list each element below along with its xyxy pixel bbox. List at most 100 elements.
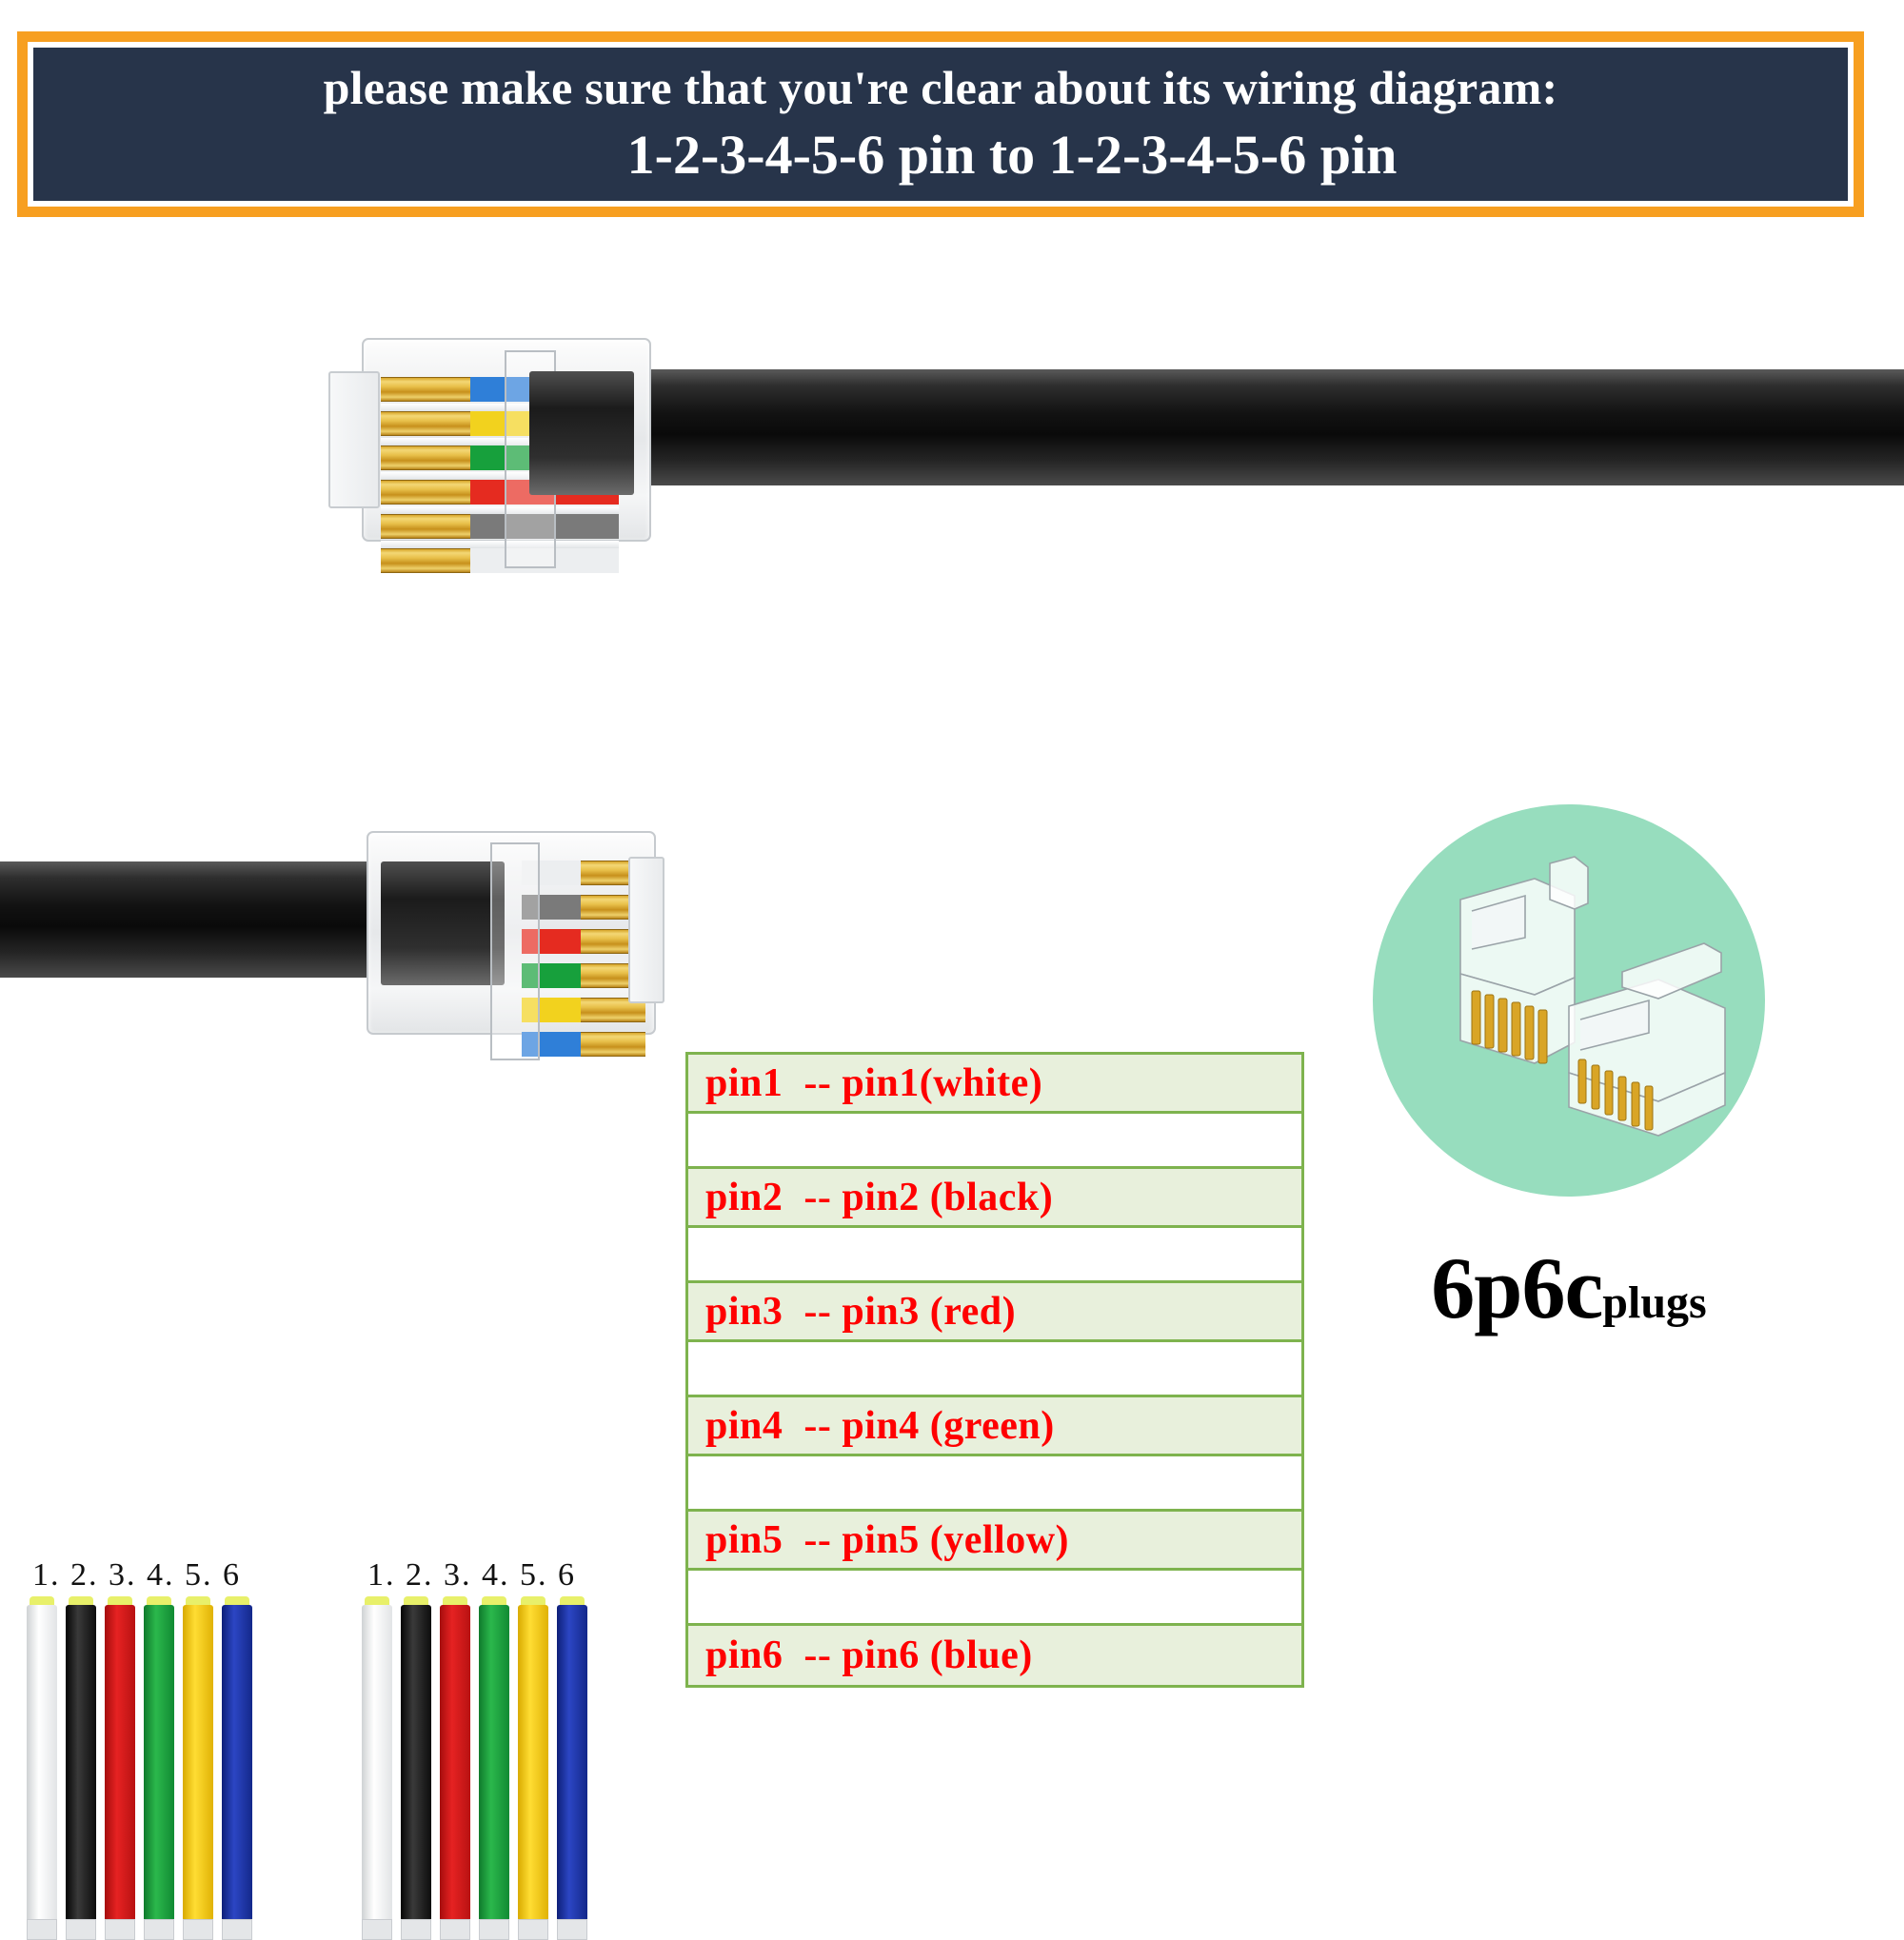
wire-strands-left (27, 1596, 279, 1940)
wire-body (557, 1605, 587, 1919)
table-row-spacer (688, 1571, 1301, 1626)
rj11-top-strain-relief (328, 371, 380, 508)
wire-red (522, 929, 581, 954)
wire-body (479, 1605, 509, 1919)
wire-body (144, 1605, 174, 1919)
wire-sheath (381, 404, 619, 414)
wire-foot (66, 1919, 96, 1940)
pin-number-label-right: 1. 2. 3. 4. 5. 6 (367, 1557, 576, 1593)
pin-contact-6-bottom (522, 1032, 645, 1057)
pin-contact-2-bottom (522, 895, 645, 920)
pin-mapping-label: pin1 -- pin1(white) (705, 1060, 1043, 1105)
wire-strand-3-red (440, 1596, 470, 1940)
table-row: pin1 -- pin1(white) (688, 1055, 1301, 1114)
table-row-spacer (688, 1228, 1301, 1283)
wire-strand-5-yellow (183, 1596, 213, 1940)
wire-white (470, 548, 619, 573)
product-label-sub: plugs (1602, 1277, 1707, 1328)
wire-body (66, 1605, 96, 1919)
wire-strand-4-green (144, 1596, 174, 1940)
table-row: pin2 -- pin2 (black) (688, 1169, 1301, 1228)
gold-contact (381, 445, 470, 470)
wire-black (522, 895, 581, 920)
table-row-spacer (688, 1456, 1301, 1512)
wire-body (222, 1605, 252, 1919)
gold-contact (581, 1032, 645, 1057)
wire-foot (183, 1919, 213, 1940)
gold-contact (381, 548, 470, 573)
wire-foot (27, 1919, 57, 1940)
wire-body (401, 1605, 431, 1919)
pin-contact-5-bottom (522, 998, 645, 1022)
gold-contact (381, 411, 470, 436)
table-row: pin5 -- pin5 (yellow) (688, 1512, 1301, 1571)
wire-body (183, 1605, 213, 1919)
wire-strand-2-black (401, 1596, 431, 1940)
wire-sheath (381, 506, 619, 517)
wire-body (362, 1605, 392, 1919)
wire-bundle-left: 1. 2. 3. 4. 5. 6 (27, 1557, 279, 1940)
wire-foot (557, 1919, 587, 1940)
wire-foot (440, 1919, 470, 1940)
cable-jacket-top (619, 369, 1904, 485)
table-row-spacer (688, 1114, 1301, 1169)
table-row: pin4 -- pin4 (green) (688, 1397, 1301, 1456)
wire-body (105, 1605, 135, 1919)
wire-black (470, 514, 619, 539)
rj11-plugs-illustration (1459, 856, 1726, 1137)
wire-sheath (381, 472, 619, 483)
pin-contact-1-bottom (522, 861, 645, 885)
pin-contact-3-bottom (522, 929, 645, 954)
wire-foot (479, 1919, 509, 1940)
rj11-top-latch (529, 371, 634, 495)
wire-body (518, 1605, 548, 1919)
pin-mapping-table: pin1 -- pin1(white) pin2 -- pin2 (black)… (685, 1052, 1304, 1688)
pin-mapping-label: pin4 -- pin4 (green) (705, 1403, 1055, 1448)
wire-blue (522, 1032, 581, 1057)
wire-sheath (381, 438, 619, 448)
wire-strand-6-blue (557, 1596, 587, 1940)
wire-green (522, 963, 581, 988)
wire-strand-6-blue (222, 1596, 252, 1940)
wire-strands-right (362, 1596, 614, 1940)
product-label-main: 6p6c (1431, 1239, 1603, 1336)
table-row-spacer (688, 1342, 1301, 1397)
banner-headline: please make sure that you're clear about… (323, 61, 1558, 115)
instruction-banner: please make sure that you're clear about… (17, 31, 1864, 217)
wire-foot (105, 1919, 135, 1940)
wire-strand-2-black (66, 1596, 96, 1940)
table-row: pin6 -- pin6 (blue) (688, 1626, 1301, 1685)
instruction-banner-inner: please make sure that you're clear about… (33, 48, 1848, 201)
wire-yellow (522, 998, 581, 1022)
wire-white (522, 861, 581, 885)
pin-mapping-label: pin2 -- pin2 (black) (705, 1175, 1054, 1219)
pin-contact-4-bottom (522, 963, 645, 988)
pin-contact-6-top (381, 548, 619, 573)
pin-mapping-label: pin3 -- pin3 (red) (705, 1289, 1017, 1334)
pin-mapping-label: pin5 -- pin5 (yellow) (705, 1517, 1070, 1562)
gold-contact (381, 377, 470, 402)
wire-foot (401, 1919, 431, 1940)
pin-contact-5-top (381, 514, 619, 539)
rj11-bottom-strain-relief (628, 857, 664, 1003)
wire-strand-4-green (479, 1596, 509, 1940)
banner-pinout-text: 1-2-3-4-5-6 pin to 1-2-3-4-5-6 pin (626, 123, 1398, 186)
wire-bundle-right: 1. 2. 3. 4. 5. 6 (362, 1557, 614, 1940)
product-label: 6p6cplugs (1373, 1237, 1765, 1338)
wire-strand-5-yellow (518, 1596, 548, 1940)
cable-jacket-bottom (0, 861, 381, 978)
rj11-bottom-latch (381, 861, 505, 985)
product-photo-backdrop (1373, 804, 1765, 1197)
rj11-bottom-window (490, 842, 540, 1060)
wire-strand-3-red (105, 1596, 135, 1940)
wire-body (440, 1605, 470, 1919)
pin-number-label-left: 1. 2. 3. 4. 5. 6 (32, 1557, 241, 1593)
pin-mapping-label: pin6 -- pin6 (blue) (705, 1633, 1033, 1677)
gold-contact (381, 480, 470, 505)
gold-contact (381, 514, 470, 539)
wire-body (27, 1605, 57, 1919)
wire-strand-1-white (362, 1596, 392, 1940)
wire-strand-1-white (27, 1596, 57, 1940)
wire-foot (222, 1919, 252, 1940)
wire-sheath (381, 541, 619, 551)
